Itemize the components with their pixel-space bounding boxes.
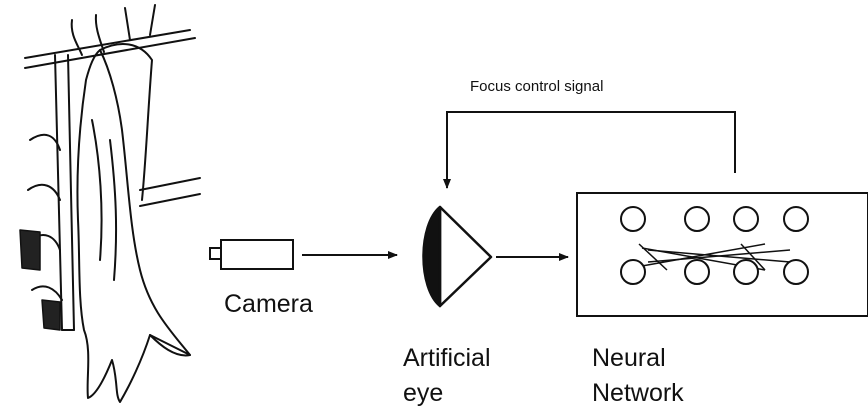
node: [733, 206, 759, 232]
node: [684, 259, 710, 285]
carcass-illustration: [19, 4, 201, 403]
node: [620, 259, 646, 285]
neural-network-box: [576, 192, 868, 317]
network-label-line1: Neural: [592, 344, 666, 372]
node: [783, 259, 809, 285]
node: [620, 206, 646, 232]
artificial-eye-icon: [422, 205, 493, 308]
eye-label-line1: Artificial: [403, 344, 491, 372]
network-top-row: [620, 206, 809, 232]
feedback-label: Focus control signal: [470, 78, 604, 95]
feedback-arrow: [443, 111, 736, 189]
network-label-line2: Network: [592, 379, 684, 407]
node: [783, 206, 809, 232]
network-connections: [638, 243, 791, 271]
node: [684, 206, 710, 232]
camera-icon: [209, 239, 294, 270]
node: [733, 259, 759, 285]
network-bottom-row: [620, 259, 809, 285]
eye-label-line2: eye: [403, 379, 444, 407]
camera-label: Camera: [224, 290, 313, 318]
